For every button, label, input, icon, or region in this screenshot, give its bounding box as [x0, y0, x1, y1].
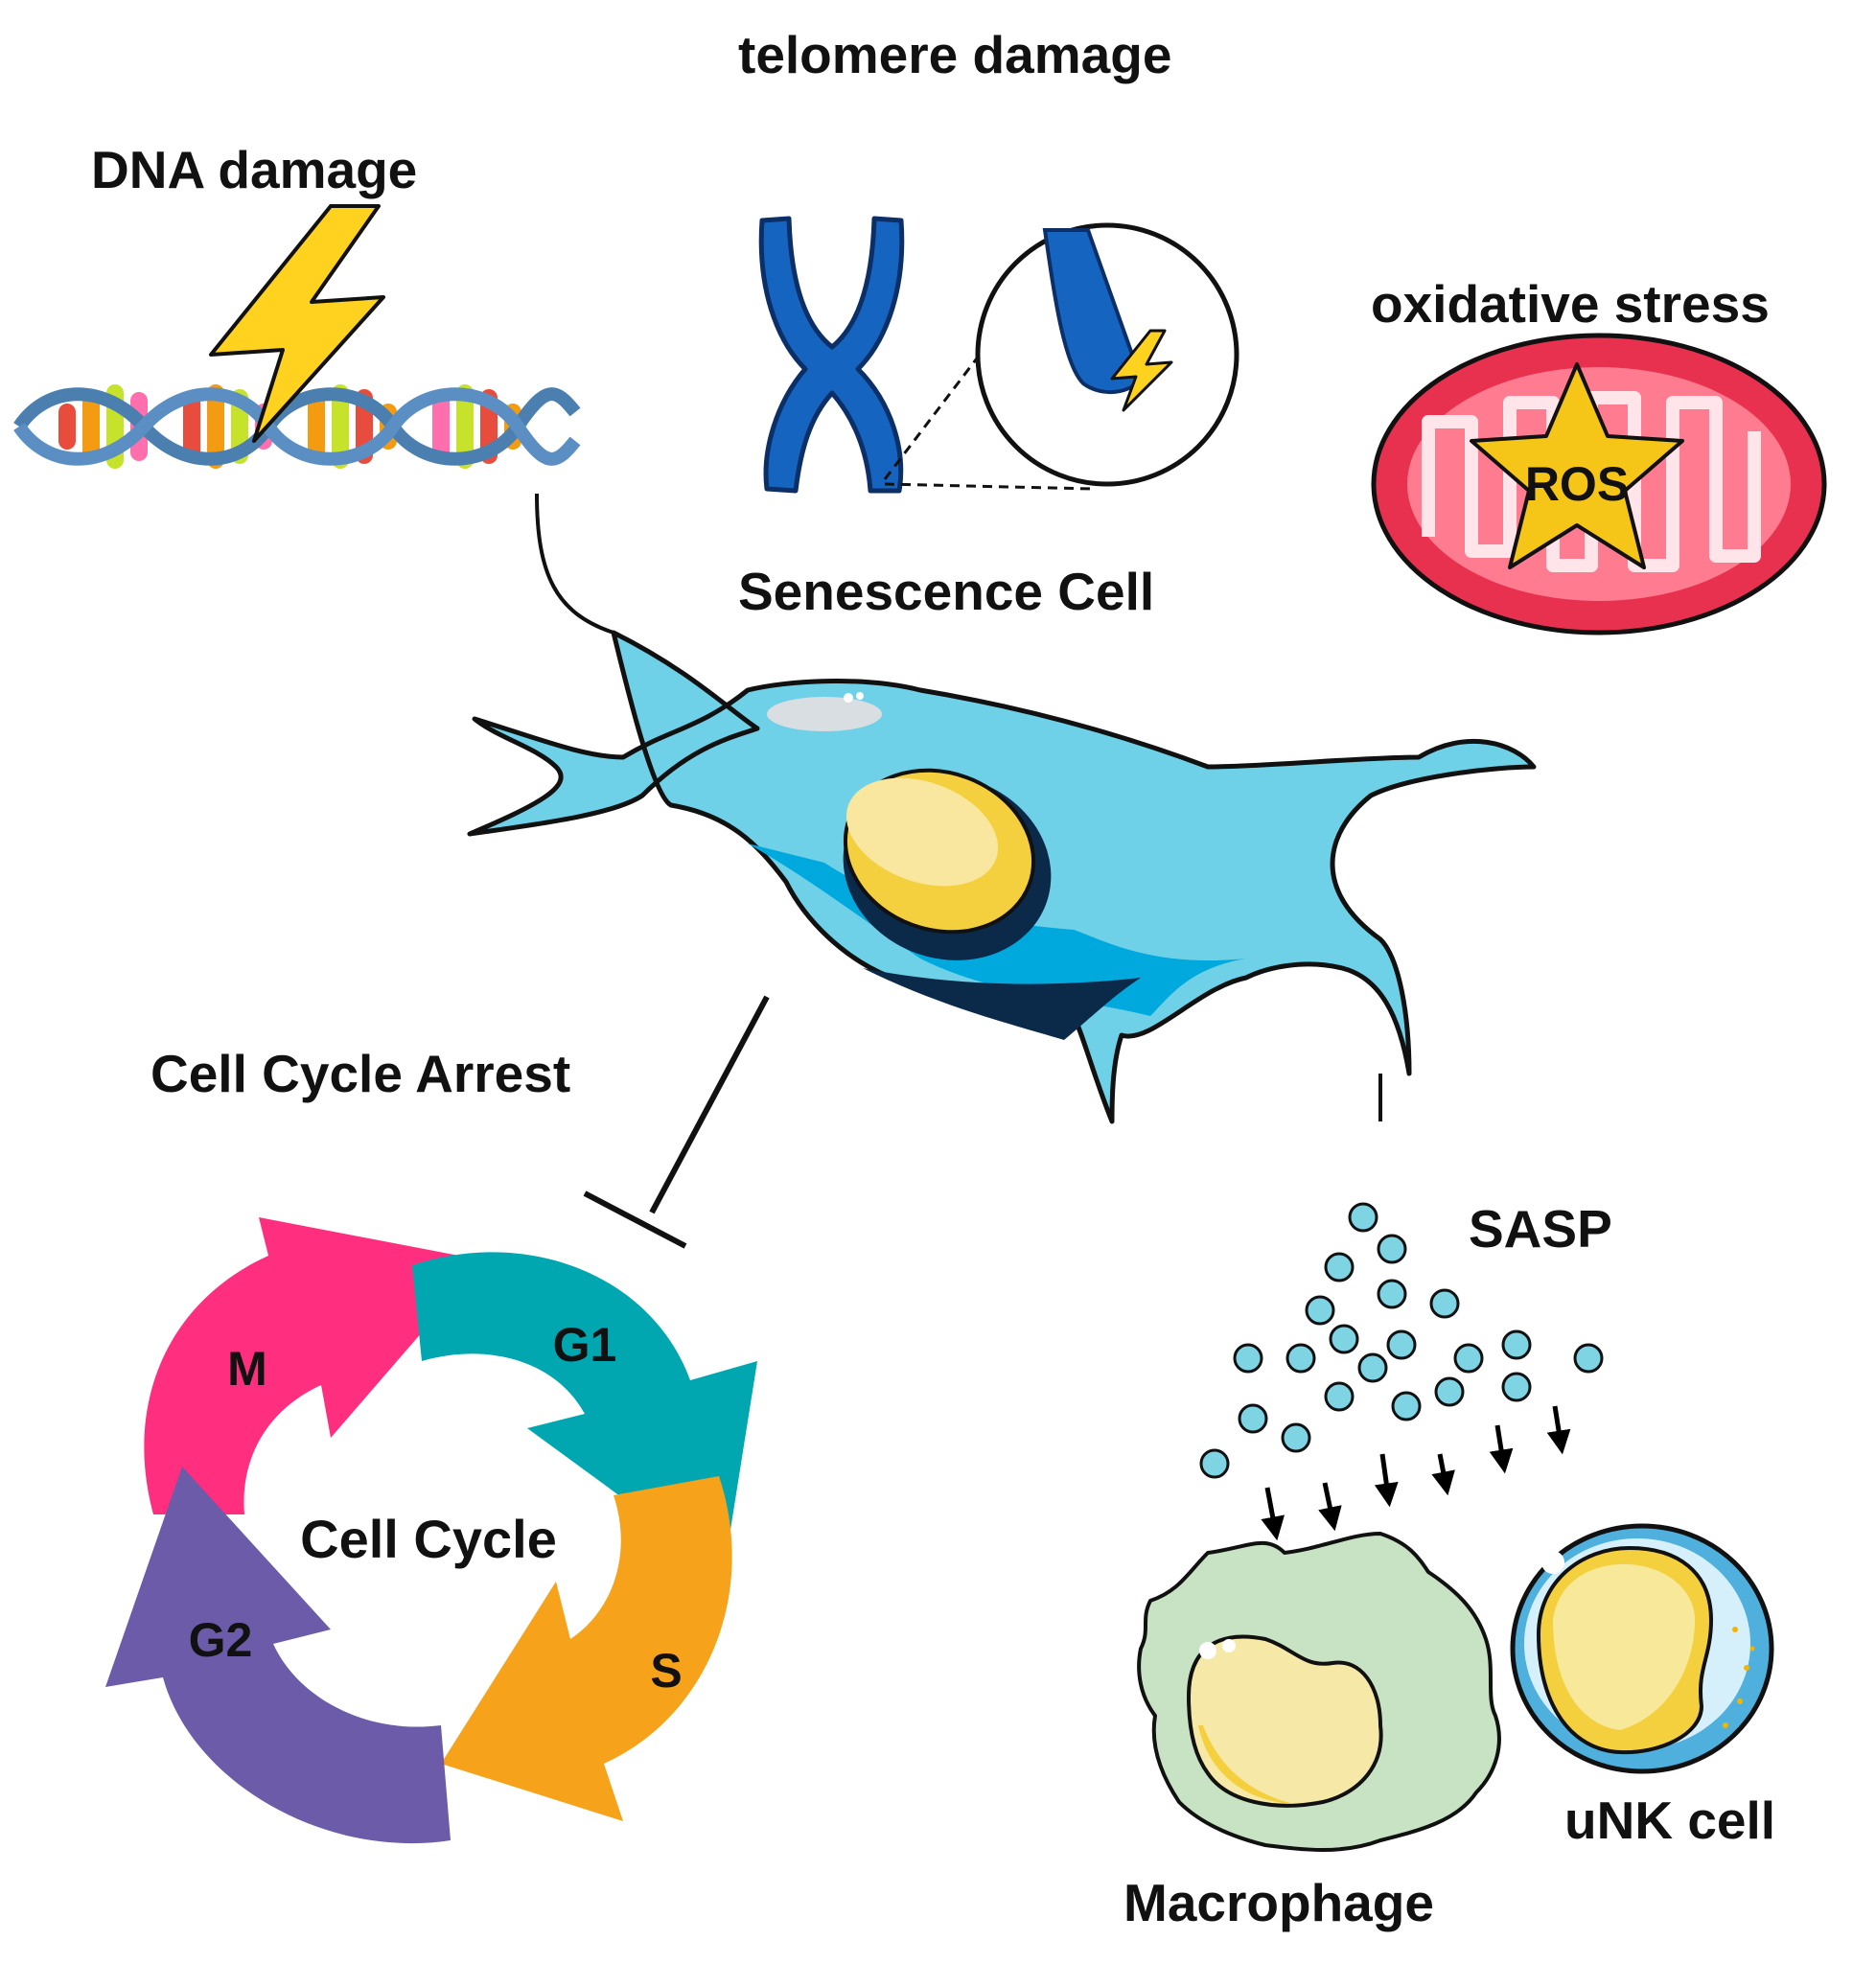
macrophage-label: Macrophage — [1123, 1873, 1434, 1932]
ros-star-icon — [1470, 362, 1684, 569]
chromosome-icon — [758, 216, 905, 494]
unk-cell-label: uNK cell — [1564, 1791, 1776, 1850]
nucleus-icon — [843, 768, 1052, 960]
inhibition-line — [649, 995, 770, 1214]
phase-label-g2: G2 — [189, 1613, 253, 1667]
telomere-damage-label: telomere damage — [738, 25, 1172, 84]
oxidative-stress-label: oxidative stress — [1371, 274, 1770, 334]
phase-arrow-s — [441, 1476, 732, 1821]
dna-helix-icon — [13, 384, 581, 469]
phase-arrow-g2 — [105, 1467, 451, 1844]
senescence-cell-label: Senescence Cell — [738, 562, 1155, 621]
lightning-bolt-icon — [209, 204, 385, 443]
zoom-line-lower — [884, 482, 1094, 491]
phase-label-s: S — [650, 1644, 682, 1698]
macrophage-icon — [1137, 1532, 1501, 1852]
cell-cycle-arrest-label: Cell Cycle Arrest — [151, 1044, 571, 1103]
sasp-label: SASP — [1469, 1199, 1612, 1259]
phase-label-m: M — [227, 1342, 267, 1396]
phase-label-g1: G1 — [553, 1318, 617, 1372]
connector-line — [535, 493, 614, 635]
sasp-arrows — [1261, 1405, 1571, 1541]
lightning-bolt-small-icon — [1110, 329, 1173, 412]
phase-arrow-m — [144, 1217, 484, 1514]
mitochondrion-icon — [1371, 333, 1827, 635]
senescent-cell-icon — [467, 630, 1537, 1124]
sasp-particles — [1199, 1202, 1604, 1479]
unk-cell-icon — [1510, 1523, 1774, 1774]
cell-cycle-title: Cell Cycle — [300, 1509, 557, 1569]
inhibition-bar — [583, 1190, 687, 1249]
dna-damage-label: DNA damage — [91, 140, 418, 199]
ros-label: ROS — [1525, 457, 1629, 511]
cell-cycle-wheel — [105, 1217, 757, 1844]
